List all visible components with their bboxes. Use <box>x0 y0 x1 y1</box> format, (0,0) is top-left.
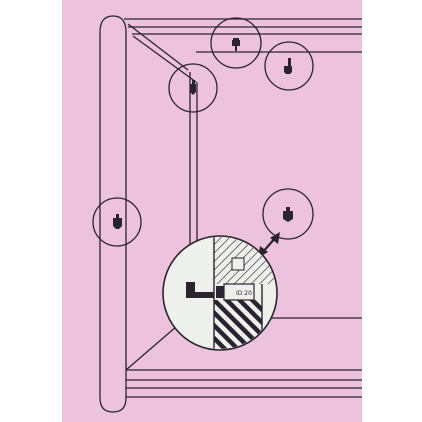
bottom-rails <box>126 369 362 398</box>
left-post <box>99 32 127 398</box>
clip-fastener-icon <box>283 207 293 222</box>
left-post-bottom-cap <box>99 397 127 413</box>
magnified-section-icon: ID 20 <box>162 235 278 351</box>
left-post-top-cap <box>99 15 127 33</box>
paper-background <box>62 0 362 422</box>
profile-bracket <box>186 282 214 298</box>
clip-fastener-icon <box>232 38 240 51</box>
fastener-callout-upper-left <box>168 63 218 113</box>
inner-post <box>189 72 198 248</box>
detail-label: ID 20 <box>236 290 252 297</box>
fastener-callout-top-right <box>264 41 314 91</box>
diagonal-brace <box>127 23 197 83</box>
hatched-section-lower <box>214 300 262 349</box>
fastener-callout-right <box>262 188 314 240</box>
fastener-callout-left <box>92 197 142 247</box>
clip-fastener-icon <box>284 58 292 74</box>
clip-fastener-icon <box>190 80 196 95</box>
fastener-callout-top <box>210 17 262 69</box>
clip-fastener-icon <box>113 214 122 229</box>
